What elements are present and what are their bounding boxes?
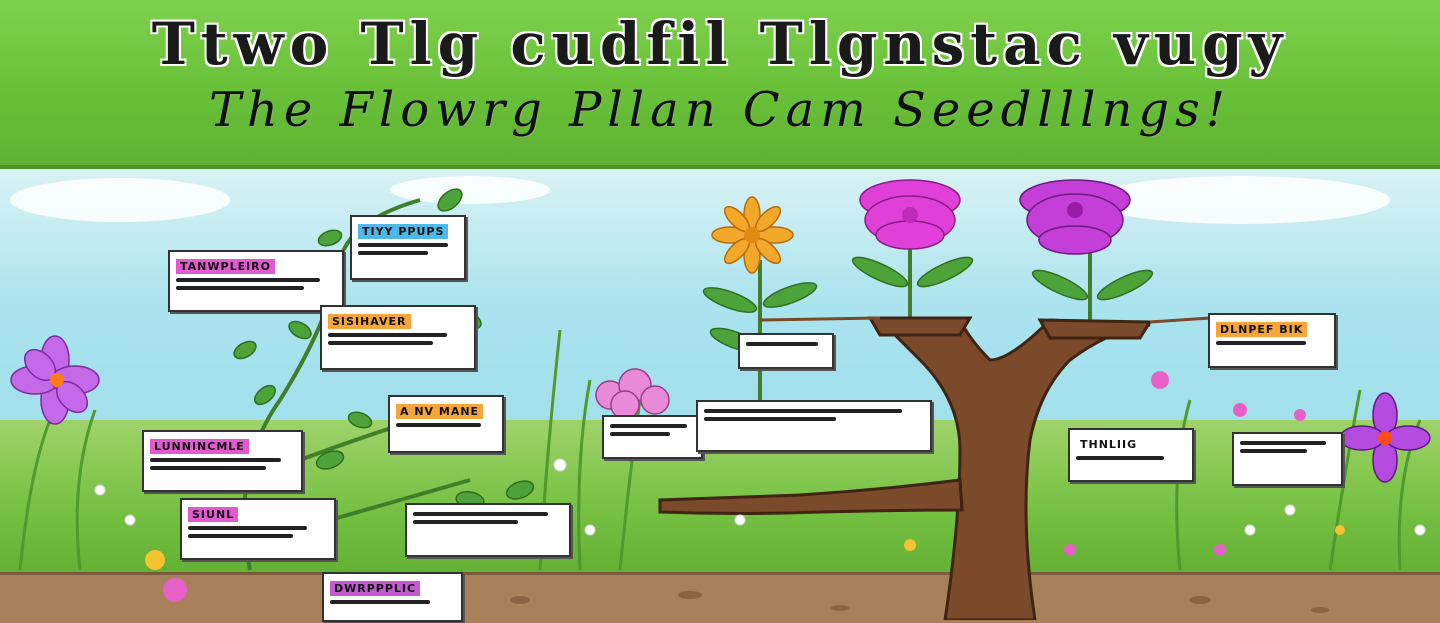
grass-blades — [18, 329, 1422, 571]
plant-label-card-plain — [602, 415, 703, 459]
orange-flower — [711, 196, 794, 274]
banner-title: Ttwo Tlg cudfil Tlgnstac vugy — [151, 10, 1289, 78]
wildflowers-yellow — [145, 525, 1345, 570]
purple-flower-top-right — [1019, 179, 1131, 255]
wildflowers-small — [94, 458, 1426, 536]
plant-label-card: LUNNINCMLE — [142, 430, 303, 492]
plant-label-card: DWRPPPLIC — [322, 572, 463, 622]
plant-label-heading: DLNPEF BIK — [1216, 322, 1308, 337]
magenta-flower — [859, 179, 961, 250]
plant-label-heading: DWRPPPLIC — [330, 581, 421, 596]
plant-label-card-plain — [1232, 432, 1343, 486]
plant-label-heading: SISIHAVER — [328, 314, 411, 329]
tree — [658, 316, 1153, 620]
plant-label-heading: THNLIIG — [1076, 437, 1142, 452]
plant-label-card: SIUNL — [180, 498, 336, 560]
plant-label-heading: TANWPLEIRO — [176, 259, 276, 274]
plant-label-heading: TIYY PPUPS — [358, 224, 449, 239]
wildflowers-pink — [163, 371, 1306, 602]
plant-label-card: SISIHAVER — [320, 305, 476, 370]
title-banner: Ttwo Tlg cudfil Tlgnstac vugy The Flowrg… — [0, 0, 1440, 169]
tree-branch-line — [759, 316, 1211, 324]
plant-label-card-plain — [405, 503, 571, 557]
banner-subtitle: The Flowrg Pllan Cam Seedlllngs! — [208, 82, 1232, 138]
plant-label-card-plain — [696, 400, 932, 452]
pink-flower-cluster — [595, 368, 670, 420]
plant-label-card: DLNPEF BIK — [1208, 313, 1336, 368]
plant-label-card: THNLIIG — [1068, 428, 1194, 482]
soil-stones — [510, 591, 1329, 613]
plant-label-card-plain — [738, 333, 834, 369]
plant-label-card: A NV MANE — [388, 395, 504, 453]
plant-label-card: TANWPLEIRO — [168, 250, 344, 312]
clouds — [10, 176, 1390, 224]
purple-flower-right — [1339, 392, 1431, 483]
plant-label-heading: LUNNINCMLE — [150, 439, 249, 454]
plant-label-card: TIYY PPUPS — [350, 215, 466, 280]
plant-label-heading: A NV MANE — [396, 404, 484, 419]
purple-flower-left — [10, 335, 100, 425]
plant-label-heading: SIUNL — [188, 507, 239, 522]
